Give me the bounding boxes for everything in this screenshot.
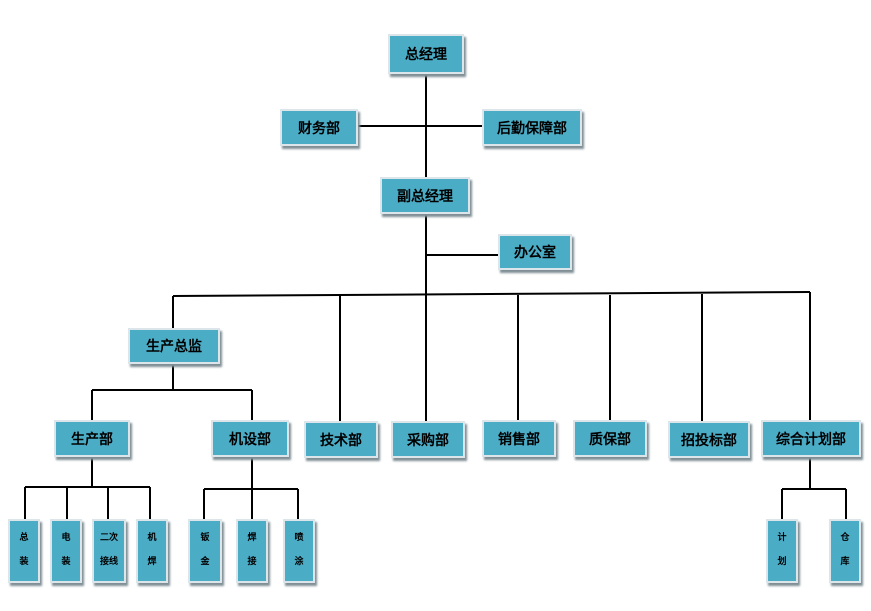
painting-label-2: 涂 xyxy=(294,557,304,568)
plan-box: 计 划 xyxy=(766,519,798,583)
sheet-metal-label-2: 金 xyxy=(200,557,210,568)
warehouse-box: 仓 库 xyxy=(829,519,861,583)
secondary-wiring-box: 二次 接线 xyxy=(92,519,126,583)
ceo-box: 总经理 xyxy=(388,34,464,74)
plan-label-2: 划 xyxy=(777,557,787,568)
sheet-metal-label-1: 钣 xyxy=(200,533,210,544)
painting-label-1: 喷 xyxy=(294,533,304,544)
painting-box: 喷 涂 xyxy=(283,519,315,583)
assembly-label-1: 总 xyxy=(19,533,29,544)
vice-ceo-box: 副总经理 xyxy=(380,177,470,214)
mech-weld-label-1: 机 xyxy=(147,533,157,544)
assembly-box: 总 装 xyxy=(8,519,40,583)
purchasing-dept-box: 采购部 xyxy=(391,421,465,458)
sales-dept-box: 销售部 xyxy=(482,420,556,457)
planning-dept-box: 综合计划部 xyxy=(761,420,861,457)
warehouse-label-2: 库 xyxy=(840,557,850,568)
equipment-dept-box: 机设部 xyxy=(211,420,289,457)
warehouse-label-1: 仓 xyxy=(840,533,850,544)
mech-weld-label-2: 焊 xyxy=(147,557,157,568)
electrical-label-1: 电 xyxy=(61,533,71,544)
electrical-box: 电 装 xyxy=(50,519,82,583)
quality-dept-box: 质保部 xyxy=(573,420,647,457)
tech-dept-box: 技术部 xyxy=(304,421,378,458)
production-director-box: 生产总监 xyxy=(128,328,220,364)
finance-box: 财务部 xyxy=(280,109,358,146)
connector xyxy=(172,291,811,297)
mech-weld-box: 机 焊 xyxy=(136,519,168,583)
sheet-metal-box: 钣 金 xyxy=(188,519,222,583)
welding-label-2: 接 xyxy=(247,557,257,568)
plan-label-1: 计 xyxy=(777,533,787,544)
bidding-dept-box: 招投标部 xyxy=(668,421,750,458)
production-dept-box: 生产部 xyxy=(54,420,130,457)
secondary-wiring-label-2: 接线 xyxy=(99,557,118,568)
office-box: 办公室 xyxy=(498,234,572,270)
welding-box: 焊 接 xyxy=(236,519,268,583)
electrical-label-2: 装 xyxy=(61,557,71,568)
welding-label-1: 焊 xyxy=(247,533,257,544)
secondary-wiring-label-1: 二次 xyxy=(99,533,118,544)
logistics-box: 后勤保障部 xyxy=(482,109,582,146)
assembly-label-2: 装 xyxy=(19,557,29,568)
